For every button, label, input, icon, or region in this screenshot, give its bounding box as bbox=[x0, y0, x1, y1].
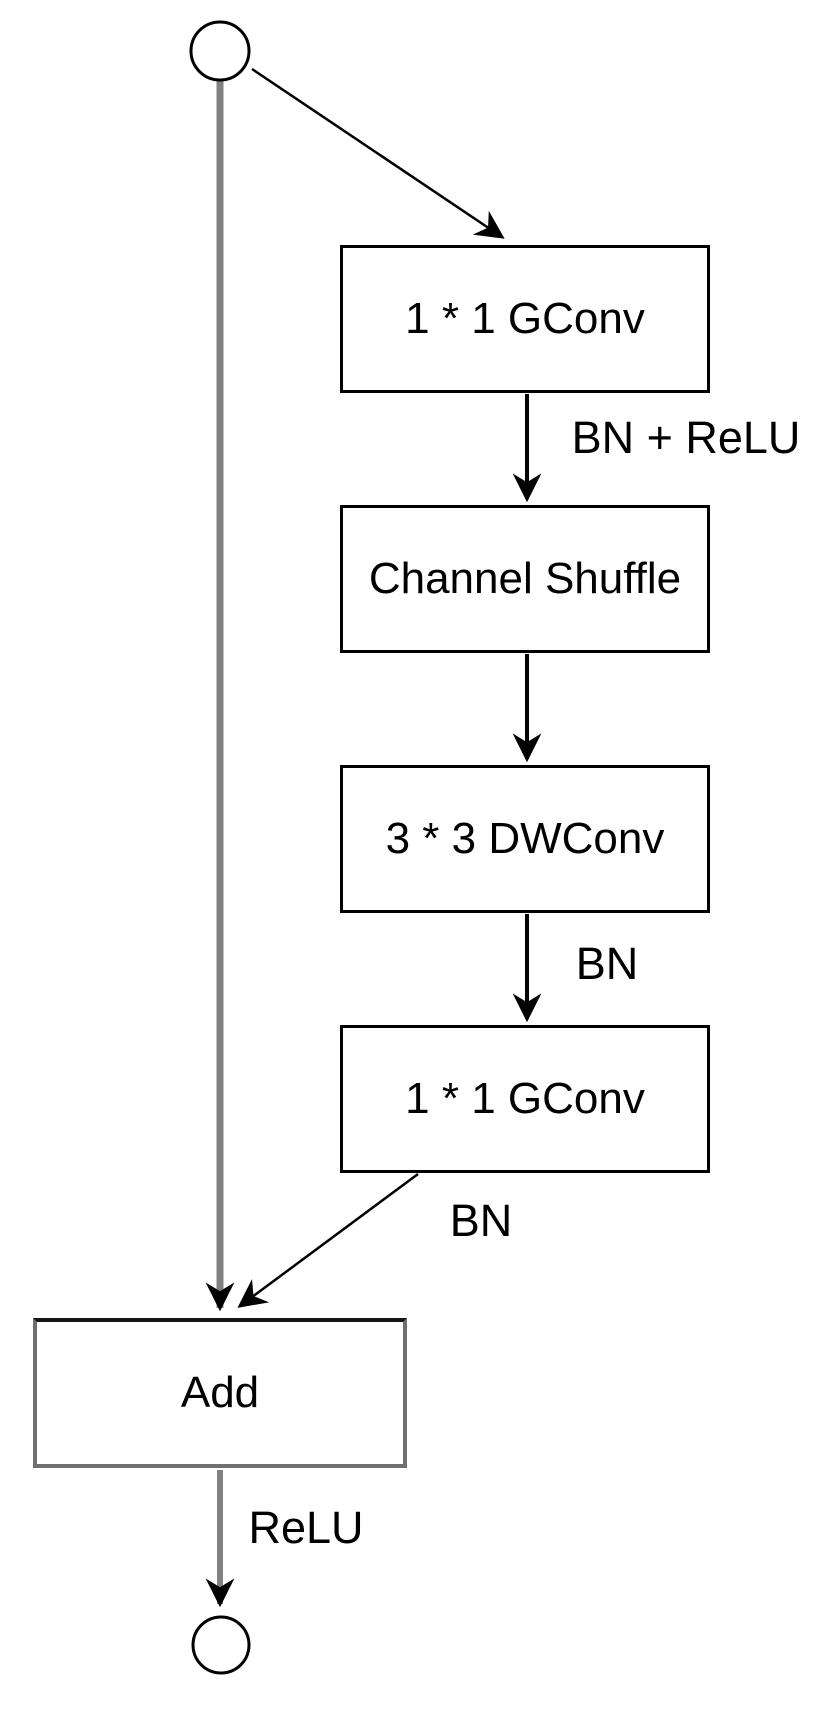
node-add-label: Add bbox=[180, 1368, 260, 1417]
node-3x3-dwconv-label: 3 * 3 DWConv bbox=[385, 814, 665, 863]
node-add: Add bbox=[33, 1318, 407, 1468]
edge-input-to-gconv1 bbox=[251, 67, 505, 239]
edge-label-bn-first: BN bbox=[575, 938, 639, 989]
node-channel-shuffle: Channel Shuffle bbox=[340, 505, 710, 653]
output-terminal-circle bbox=[191, 1615, 251, 1675]
node-1x1-gconv-second: 1 * 1 GConv bbox=[340, 1025, 710, 1173]
edge-label-relu: ReLU bbox=[248, 1502, 364, 1553]
edge-label-bn-second: BN bbox=[449, 1195, 513, 1246]
edge-gconv2-to-add bbox=[237, 1172, 419, 1308]
node-1x1-gconv-first: 1 * 1 GConv bbox=[340, 245, 710, 393]
node-1x1-gconv-second-label: 1 * 1 GConv bbox=[405, 1074, 645, 1123]
node-1x1-gconv-first-label: 1 * 1 GConv bbox=[405, 294, 645, 343]
input-terminal-circle bbox=[189, 20, 251, 82]
node-3x3-dwconv: 3 * 3 DWConv bbox=[340, 765, 710, 913]
edge-label-bn-relu: BN + ReLU bbox=[571, 412, 801, 463]
node-channel-shuffle-label: Channel Shuffle bbox=[368, 554, 682, 603]
